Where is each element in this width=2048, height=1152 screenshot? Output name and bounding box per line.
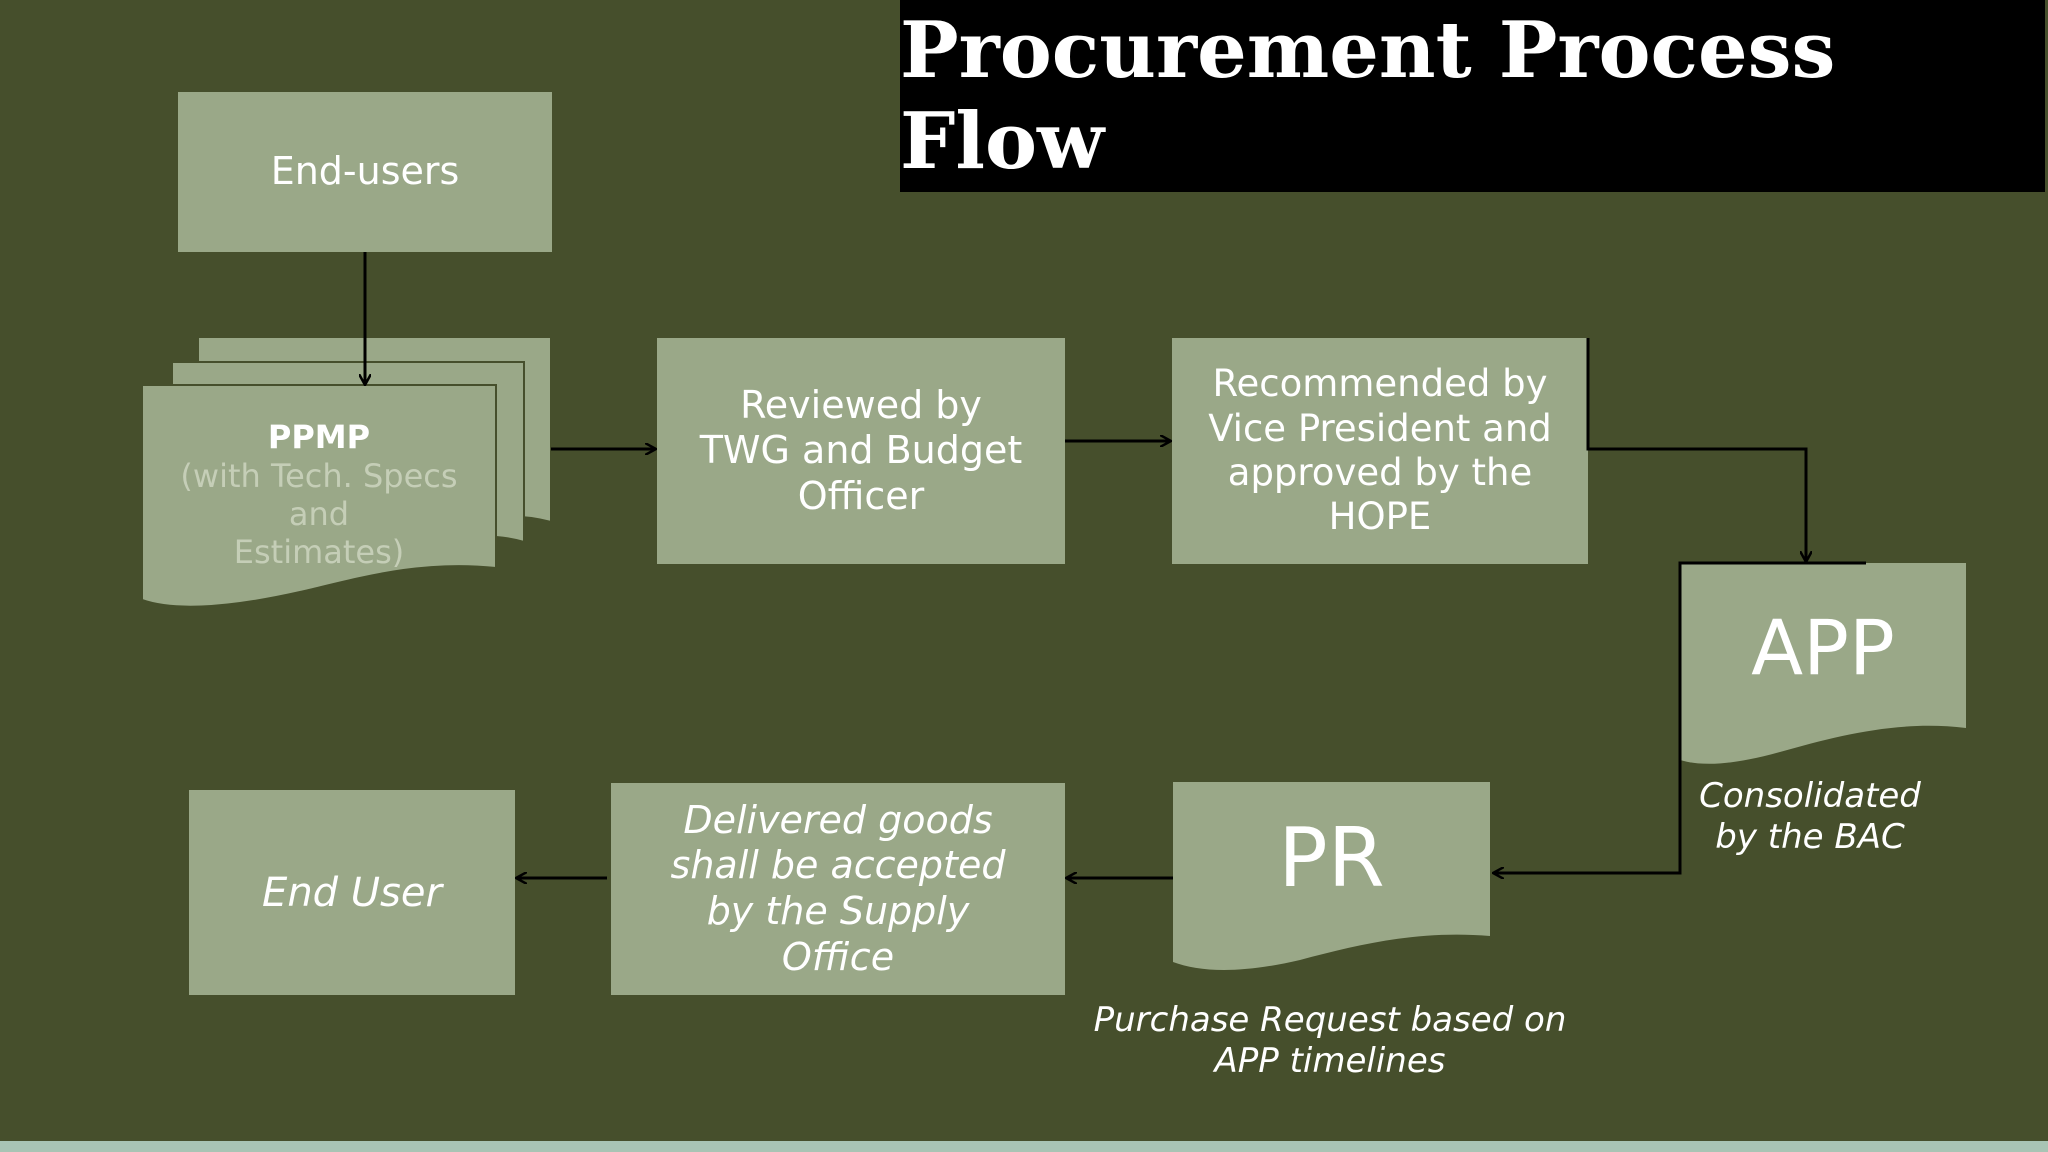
ppmp-doc-front	[141, 384, 497, 608]
ppmp-title: PPMP	[267, 418, 371, 457]
delivered-line-1: Delivered goods	[683, 797, 993, 842]
end-users-label: End-users	[270, 149, 460, 194]
app-document	[1680, 563, 1966, 764]
pr-node: PR	[1173, 782, 1490, 936]
delivered-line-4: Office	[781, 934, 895, 979]
ppmp-line-3: Estimates)	[233, 533, 405, 572]
pr-label: PR	[1278, 810, 1385, 906]
reviewed-box	[657, 338, 1065, 564]
pr-caption-line-1: Purchase Request based on	[1093, 1000, 1567, 1040]
app-node: APP	[1680, 568, 1966, 728]
end-users-node: End-users	[178, 92, 552, 252]
reviewed-line-3: Officer	[797, 473, 925, 518]
title-bar: Procurement Process Flow	[900, 0, 2045, 192]
reviewed-line-2: TWG and Budget	[699, 428, 1023, 473]
end-users-box	[178, 92, 552, 252]
end-user-box	[189, 790, 515, 995]
bottom-stripe	[0, 1141, 2048, 1152]
ppmp-line-2: and	[288, 495, 350, 533]
reviewed-node: Reviewed by TWG and Budget Officer	[657, 338, 1065, 564]
recommended-line-3: approved by the	[1227, 451, 1533, 494]
ppmp-node: PPMP (with Tech. Specs and Estimates)	[142, 405, 496, 585]
delivered-line-2: shall be accepted	[670, 843, 1006, 888]
delivered-node: Delivered goods shall be accepted by the…	[611, 783, 1065, 995]
recommended-line-4: HOPE	[1328, 495, 1432, 539]
pr-document	[1173, 782, 1490, 970]
end-user-label: End User	[262, 869, 442, 916]
arrow-recommended-to-app	[1586, 338, 1806, 561]
recommended-box	[1172, 338, 1588, 564]
app-caption: Consolidated by the BAC	[1660, 776, 1960, 858]
app-label: APP	[1751, 603, 1895, 693]
app-caption-line-2: by the BAC	[1715, 816, 1905, 857]
app-caption-line-1: Consolidated	[1699, 776, 1921, 816]
recommended-line-2: Vice President and	[1208, 406, 1552, 450]
pr-caption-line-2: APP timelines	[1214, 1040, 1446, 1081]
delivered-line-3: by the Supply	[706, 889, 970, 933]
delivered-box	[611, 783, 1065, 995]
ppmp-document-stack	[141, 336, 552, 608]
arrow-app-to-pr	[1494, 561, 1866, 873]
page-title: Procurement Process Flow	[900, 5, 1836, 187]
reviewed-line-1: Reviewed by	[740, 382, 982, 427]
end-user-node: End User	[189, 790, 515, 995]
ppmp-line-1: (with Tech. Specs	[180, 456, 458, 495]
pr-caption: Purchase Request based on APP timelines	[1090, 1000, 1570, 1082]
recommended-node: Recommended by Vice President and approv…	[1172, 338, 1588, 564]
recommended-line-1: Recommended by	[1212, 362, 1548, 406]
